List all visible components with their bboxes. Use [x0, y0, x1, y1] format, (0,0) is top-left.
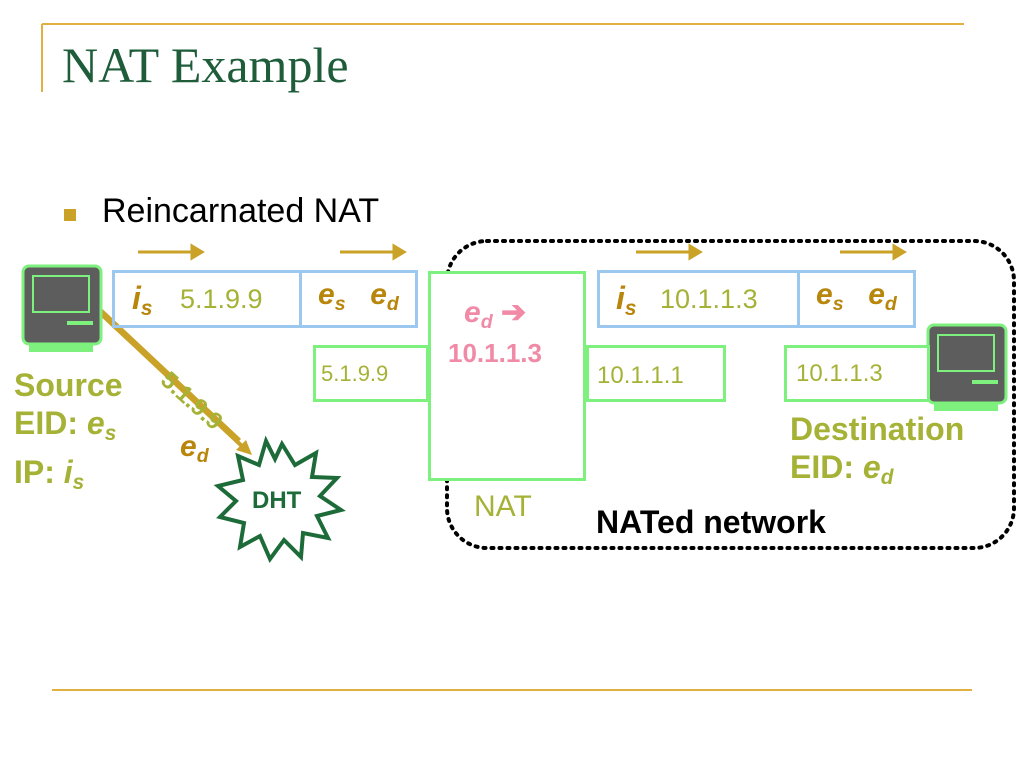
packet-left-src-var: is: [132, 280, 153, 321]
nat-label: NAT: [474, 490, 532, 523]
dht-query-eid: ed: [180, 430, 209, 467]
nated-network-label: NATed network: [596, 504, 826, 540]
destination-label: Destination EID: ed: [790, 411, 965, 490]
dht-starburst-icon: [213, 435, 346, 563]
packet-left-eid: [299, 270, 418, 328]
arrow-right-icon: ➔: [500, 296, 527, 329]
nat-outer-ip: 5.1.9.9: [321, 361, 389, 386]
dht-label: DHT: [252, 487, 302, 514]
packet-left-src-ip: 5.1.9.9: [180, 284, 263, 314]
destination-ip: 10.1.1.3: [796, 360, 883, 387]
arrow-icon: [688, 243, 703, 261]
packet-right-src-var: is: [616, 280, 637, 321]
nat-mapping: ed ➔: [464, 296, 527, 333]
arrow-icon: [392, 243, 407, 261]
bullet-marker: [64, 209, 76, 221]
bullet-text: Reincarnated NAT: [102, 192, 380, 230]
arrow-icon: [892, 243, 907, 261]
nat-mapping-ip: 10.1.1.3: [448, 338, 542, 368]
packet-left-eids: es ed: [318, 278, 399, 315]
nat-outer-interface: [313, 345, 429, 402]
destination-interface: [784, 345, 930, 402]
page-title: NAT Example: [62, 37, 349, 93]
source-label: Source EID: es IP: is: [14, 367, 123, 495]
source-computer-icon: [21, 264, 103, 352]
nat-inner-interface: [586, 345, 726, 402]
packet-right-eids: es ed: [816, 278, 897, 315]
packet-arrows: [138, 243, 907, 261]
nat-inner-ip: 10.1.1.1: [597, 362, 684, 389]
nat-device: [428, 271, 586, 481]
packet-right-eid: [797, 270, 916, 328]
packet-right-src-ip: 10.1.1.3: [660, 284, 758, 314]
arrow-icon: [190, 243, 205, 261]
destination-computer-icon: [926, 323, 1008, 411]
